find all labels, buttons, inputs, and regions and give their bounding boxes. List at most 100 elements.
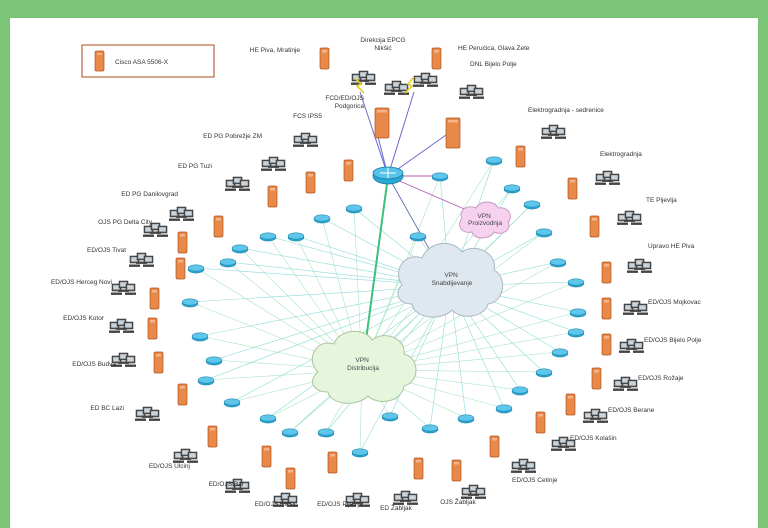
link-perucica-center bbox=[387, 91, 415, 177]
firewall-icon bbox=[515, 145, 526, 168]
router-icon bbox=[287, 232, 305, 242]
router-icon bbox=[535, 368, 553, 378]
vpn-distribucija-label: VPN Distribucija bbox=[347, 357, 379, 372]
router-icon bbox=[495, 404, 513, 414]
firewall-icon bbox=[374, 107, 390, 139]
router-icon bbox=[431, 172, 449, 182]
firewall-icon bbox=[601, 297, 612, 320]
vpn-clouds: VPN Snabdijevanje VPN Distribucija VPN P… bbox=[311, 201, 511, 404]
site-label-ed-ulcinj: ED/OJS Ulcinj bbox=[149, 463, 190, 470]
site-label-elektrogradnja-sm: Elektrogradnja - sedrenice bbox=[528, 107, 604, 114]
computer-group-icon bbox=[627, 258, 652, 273]
legend: Cisco ASA 5506-X bbox=[81, 44, 215, 78]
site-label-ed-budva: ED/OJS Budva bbox=[72, 361, 116, 368]
computer-group-icon bbox=[459, 84, 484, 99]
computer-group-icon bbox=[111, 280, 136, 295]
firewall-icon bbox=[343, 159, 354, 182]
router-icon bbox=[567, 278, 585, 288]
firewall-icon bbox=[261, 445, 272, 468]
site-label-ed-pg-danilovgrad: ED PG Danilovgrad bbox=[121, 191, 178, 198]
computer-group-icon bbox=[384, 80, 409, 95]
computer-group-icon bbox=[109, 318, 134, 333]
firewall-icon bbox=[94, 50, 105, 72]
router-icon bbox=[231, 244, 249, 254]
router-icon bbox=[421, 424, 439, 434]
router-icon bbox=[569, 308, 587, 318]
router-icon bbox=[351, 448, 369, 458]
firewall-icon bbox=[565, 393, 576, 416]
firewall-icon bbox=[177, 231, 188, 254]
firewall-icon bbox=[601, 261, 612, 284]
router-icon bbox=[549, 258, 567, 268]
firewall-icon bbox=[207, 425, 218, 448]
site-label-ed-niksic: ED/OJS Nikšić bbox=[255, 501, 298, 508]
site-label-ed-berane: ED/OJS Berane bbox=[608, 407, 655, 414]
site-label-ed-cetinje: ED/OJS Cetinje bbox=[512, 477, 558, 484]
computer-group-icon bbox=[623, 300, 648, 315]
router-icon bbox=[551, 348, 569, 358]
site-label-ed-zabljak: ED Žabljak bbox=[380, 503, 413, 512]
vpn-proizvodnja-cloud bbox=[459, 201, 511, 239]
router-icon bbox=[197, 376, 215, 386]
firewall-icon bbox=[489, 435, 500, 458]
vpn-distribucija-cloud bbox=[311, 330, 417, 404]
site-label-ed-herceg: ED/OJS Herceg Novi bbox=[51, 279, 112, 286]
computer-group-icon bbox=[111, 352, 136, 367]
vpn-snabdijevanje-cloud bbox=[397, 243, 503, 318]
router-icon bbox=[523, 200, 541, 210]
router-icon bbox=[409, 232, 427, 242]
router-icon bbox=[511, 386, 529, 396]
firewall-icon bbox=[535, 411, 546, 434]
site-label-ed-kolasin: ED/OJS Kolašin bbox=[570, 435, 617, 442]
firewall-icon bbox=[589, 215, 600, 238]
router-icon bbox=[205, 356, 223, 366]
computer-group-icon bbox=[613, 376, 638, 391]
computer-group-icon bbox=[129, 252, 154, 267]
site-label-ed-kotor: ED/OJS Kotor bbox=[63, 315, 105, 322]
diagram-panel bbox=[10, 18, 758, 528]
firewall-icon bbox=[601, 333, 612, 356]
site-label-elektrogradnja: Elektrogradnja bbox=[600, 151, 642, 158]
router-icon bbox=[345, 204, 363, 214]
router-icon bbox=[191, 332, 209, 342]
firewall-icon bbox=[327, 451, 338, 474]
router-icon bbox=[381, 412, 399, 422]
site-label-ed-pg-pobrezje: ED PG Pobrežje ZM bbox=[203, 133, 262, 140]
firewall-icon bbox=[153, 351, 164, 374]
computer-group-icon bbox=[619, 338, 644, 353]
computer-group-icon bbox=[293, 132, 318, 147]
router-icon bbox=[485, 156, 503, 166]
router-icon bbox=[317, 428, 335, 438]
site-label-ed-tivat: ED/OJS Tivat bbox=[87, 247, 126, 254]
site-label-ed-bc-lazi: ED BC Lazi bbox=[90, 405, 124, 412]
site-label-dnl: DNL Bijelo Polje bbox=[470, 61, 517, 68]
firewalls bbox=[147, 47, 612, 490]
computer-group-icon bbox=[225, 478, 250, 493]
computer-group-icon bbox=[261, 156, 286, 171]
computer-group-icon bbox=[135, 406, 160, 421]
computer-group-icon bbox=[393, 490, 418, 505]
router-icon bbox=[259, 232, 277, 242]
computer-group-icon bbox=[551, 436, 576, 451]
site-label-fcs: FCS IPS5 bbox=[293, 113, 322, 120]
routers bbox=[181, 156, 587, 458]
legend-label: Cisco ASA 5506-X bbox=[115, 59, 169, 66]
router-icon bbox=[535, 228, 553, 238]
firewall-icon bbox=[285, 467, 296, 490]
firewall-icon bbox=[149, 287, 160, 310]
router-icon bbox=[503, 184, 521, 194]
firewall-icon bbox=[175, 257, 186, 280]
firewall-icon bbox=[567, 177, 578, 200]
computer-group-icon bbox=[617, 210, 642, 225]
vpn-snabdijevanje-label: VPN Snabdijevanje bbox=[432, 272, 473, 287]
site-label-ed-bar: ED/OJS Bar bbox=[209, 481, 245, 488]
computer-group-icon bbox=[143, 222, 168, 237]
computer-group-icon bbox=[345, 492, 370, 507]
router-icon bbox=[457, 414, 475, 424]
site-label-ojs-zabljak: OJS Žabljak bbox=[440, 497, 476, 506]
firewall-icon bbox=[591, 367, 602, 390]
firewall-icon bbox=[451, 459, 462, 482]
